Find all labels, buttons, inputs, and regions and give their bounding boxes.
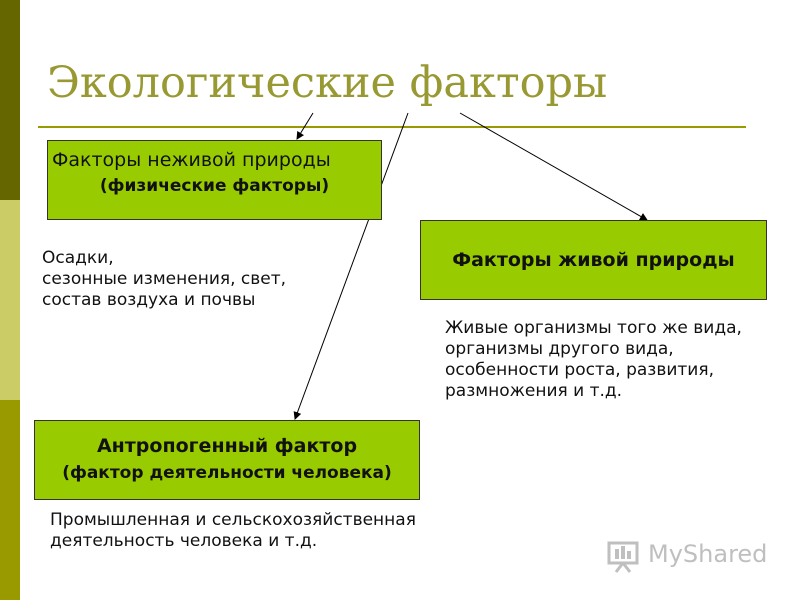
anthropogenic-box-title: Антропогенный фактор [96,435,358,457]
anthropogenic-factor-box: Антропогенный фактор (фактор деятельност… [34,420,420,500]
biotic-factors-box: Факторы живой природы [420,220,767,300]
abiotic-description-line: состав воздуха и почвы [42,290,256,310]
arrow-to-abiotic [296,112,314,140]
anthropogenic-description: Промышленная и сельскохозяйственная деят… [50,510,416,552]
anthropogenic-description-line: деятельность человека и т.д. [50,531,318,551]
abiotic-factors-box: Факторы неживой природы (физические факт… [47,140,382,220]
arrow-to-anthropogenic [293,112,409,420]
abiotic-box-subtitle: (физические факторы) [99,176,330,196]
arrow-to-biotic [459,112,648,221]
biotic-description-line: организмы другого вида, [445,339,674,359]
abiotic-box-title: Факторы неживой природы [52,149,331,171]
abiotic-description-line: сезонные изменения, свет, [42,269,287,289]
title-underline [38,126,746,128]
watermark-text: MyShared [648,540,768,568]
biotic-description: Живые организмы того же вида, организмы … [445,318,742,402]
slide-title: Экологические факторы [47,58,608,108]
watermark: MyShared [606,540,768,574]
biotic-description-line: размножения и т.д. [445,381,623,401]
side-band-top [0,0,20,200]
abiotic-description: Осадки, сезонные изменения, свет, состав… [42,248,286,311]
abiotic-description-line: Осадки, [42,248,114,268]
biotic-box-title: Факторы живой природы [452,249,735,271]
anthropogenic-description-line: Промышленная и сельскохозяйственная [50,510,416,530]
side-band-bottom [0,400,20,600]
side-band-middle [0,200,20,400]
anthropogenic-box-subtitle: (фактор деятельности человека) [62,463,392,483]
biotic-description-line: особенности роста, развития, [445,360,714,380]
biotic-description-line: Живые организмы того же вида, [445,318,742,338]
projector-screen-icon [607,541,639,573]
